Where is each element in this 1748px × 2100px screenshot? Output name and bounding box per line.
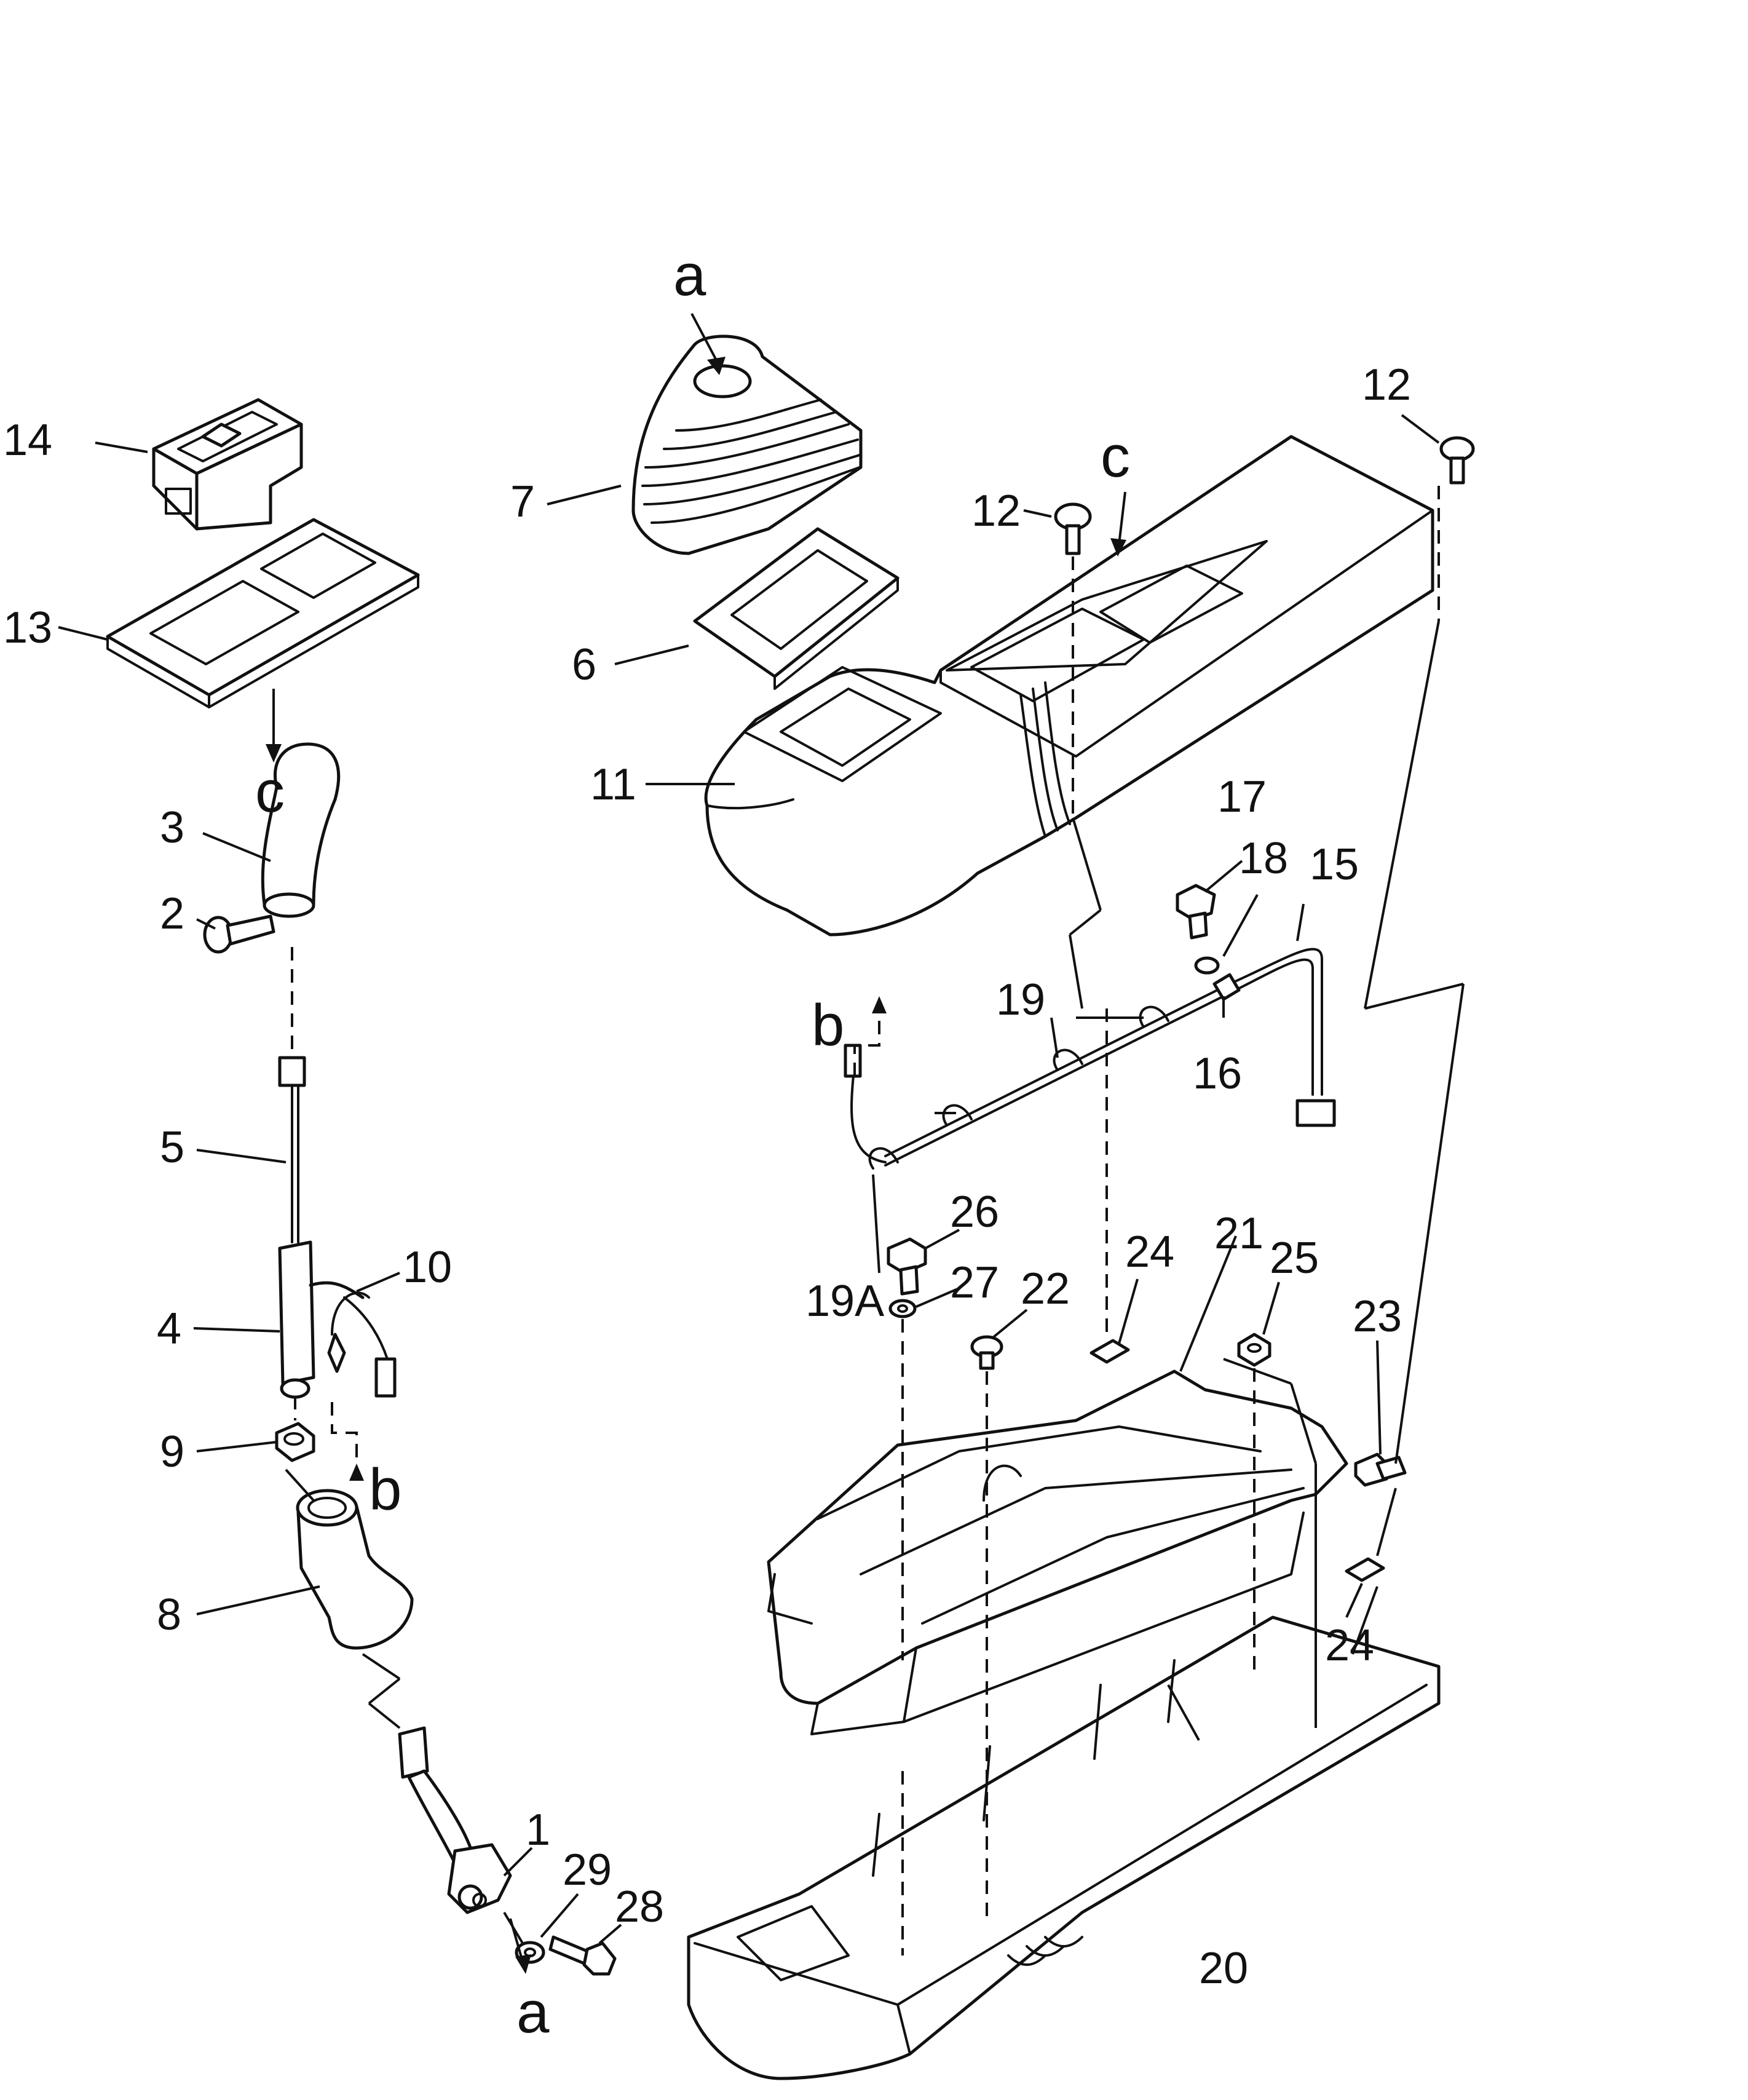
callout-5: 5 <box>160 1123 184 1172</box>
part-28-bolt <box>548 1935 617 1976</box>
part-23-bolt <box>1354 1452 1407 1487</box>
part-18-washer <box>1194 956 1220 975</box>
callout-14: 14 <box>3 416 52 465</box>
callout-12-left: 12 <box>971 486 1021 536</box>
callout-27: 27 <box>950 1258 999 1307</box>
part-24-clip-upper <box>1090 1339 1130 1364</box>
part-25-nut <box>1237 1333 1271 1367</box>
callout-18: 18 <box>1239 834 1288 883</box>
callout-17: 17 <box>1217 772 1267 822</box>
leader-lines <box>58 414 1440 1944</box>
part-24-clip-lower <box>1345 1557 1385 1582</box>
callout-13: 13 <box>3 603 52 652</box>
part-12-screw-left <box>1054 502 1092 555</box>
callout-28: 28 <box>615 1882 664 1932</box>
connector-letters: a a b b c c <box>255 242 1130 2045</box>
callout-25: 25 <box>1270 1234 1319 1283</box>
part-26-bolt <box>887 1237 927 1296</box>
part-15-harness <box>884 948 1336 1167</box>
callout-6: 6 <box>572 640 596 689</box>
connector-c-right: c <box>1101 424 1130 489</box>
assembly-lines <box>285 486 1465 1955</box>
part-11-console <box>704 435 1434 937</box>
part-16-clamp <box>1212 973 1241 1001</box>
callout-16: 16 <box>1193 1049 1242 1098</box>
callout-9: 9 <box>160 1427 184 1476</box>
callout-23: 23 <box>1353 1292 1402 1341</box>
callout-10: 10 <box>403 1243 452 1292</box>
callout-20: 20 <box>1199 1944 1248 1993</box>
callout-11: 11 <box>590 760 636 809</box>
part-3-knob <box>261 742 341 918</box>
callout-19A: 19A <box>805 1277 884 1326</box>
part-27-washer <box>888 1299 917 1318</box>
callout-labels: 14 13 3 2 5 4 10 9 8 1 29 28 7 6 11 12 1… <box>3 360 1411 1993</box>
callout-24-lower: 24 <box>1325 1621 1374 1670</box>
callout-22: 22 <box>1021 1264 1070 1313</box>
callout-24-upper: 24 <box>1125 1227 1174 1277</box>
connector-a-top: a <box>673 242 706 308</box>
callout-29: 29 <box>563 1845 612 1895</box>
callout-26: 26 <box>950 1187 999 1237</box>
part-1-lever <box>398 1726 512 1914</box>
part-9-nut <box>275 1422 315 1462</box>
callout-1: 1 <box>526 1805 550 1855</box>
part-21-bracket <box>767 1369 1348 1735</box>
part-2-screw <box>203 914 275 954</box>
callout-2: 2 <box>160 889 184 938</box>
part-29-washer <box>515 1941 545 1964</box>
callout-4: 4 <box>157 1304 181 1353</box>
callout-3: 3 <box>160 803 184 852</box>
part-4-lever <box>278 1240 370 1399</box>
connector-a-bottom: a <box>516 1979 550 2045</box>
connector-arrows <box>266 313 1126 1974</box>
part-19-clips <box>942 1005 1169 1127</box>
callout-8: 8 <box>157 1590 181 1639</box>
part-19A-clip <box>844 1044 899 1170</box>
part-6-frame <box>693 527 900 690</box>
part-10-wire <box>327 1296 397 1398</box>
callout-7: 7 <box>510 477 535 526</box>
part-14-switch <box>152 398 303 531</box>
part-17-bolt <box>1176 884 1216 940</box>
part-12-screw-right <box>1439 436 1475 485</box>
part-8-holder <box>296 1489 414 1650</box>
callout-21: 21 <box>1214 1209 1264 1258</box>
connector-b-left: b <box>812 993 844 1058</box>
callout-15: 15 <box>1310 840 1359 889</box>
part-13-panel <box>106 518 420 708</box>
part-22-pin <box>970 1335 1003 1370</box>
connector-b-right: b <box>369 1457 401 1523</box>
callout-19: 19 <box>996 975 1045 1024</box>
part-7-boot <box>631 335 863 555</box>
part-5-cable <box>278 1056 306 1243</box>
connector-c-left: c <box>255 759 285 825</box>
callout-12-right: 12 <box>1362 360 1411 410</box>
